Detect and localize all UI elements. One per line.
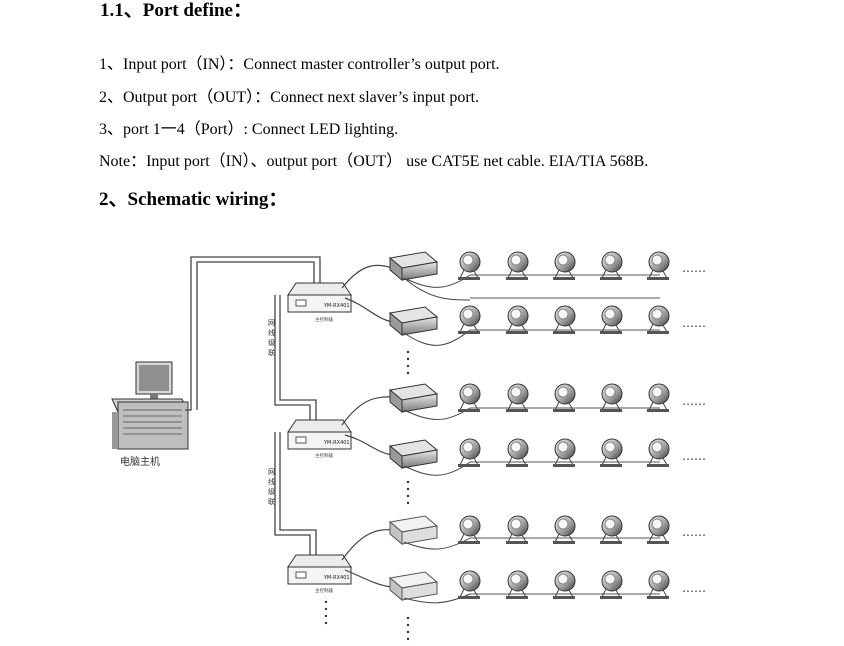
- continuation-dots: ……: [682, 525, 706, 539]
- led-lamp: [506, 438, 529, 467]
- svg-text:级: 级: [268, 487, 275, 496]
- led-lamp: [647, 305, 670, 334]
- led-lamp: [647, 570, 670, 599]
- led-lamp: [553, 383, 576, 412]
- controller-2: YM-RX401 主控制器: [287, 419, 352, 459]
- led-lamp: [458, 570, 481, 599]
- svg-text:级: 级: [268, 338, 275, 347]
- section-heading-schematic-wiring: 2、Schematic wiring：: [99, 189, 288, 210]
- led-lamp: [458, 438, 481, 467]
- port-line-input: 1、Input port（IN）：Connect master controll…: [99, 56, 500, 73]
- led-lamp-array: [458, 251, 670, 599]
- cable-label-1: 网 线 级 联: [268, 319, 275, 357]
- svg-text:主控制器: 主控制器: [315, 587, 333, 594]
- continuation-dots: ……: [682, 449, 706, 463]
- continuation-dots: ……: [682, 581, 706, 595]
- led-lamp: [600, 305, 623, 334]
- svg-text:YM-RX401: YM-RX401: [323, 440, 350, 446]
- led-lamp: [553, 305, 576, 334]
- continuation-dots: ……: [682, 394, 706, 408]
- led-lamp: [458, 383, 481, 412]
- svg-text:联: 联: [268, 348, 275, 357]
- svg-text:网: 网: [268, 468, 275, 476]
- led-lamp: [553, 515, 576, 544]
- controller-3: YM-RX401 主控制器: [287, 554, 352, 594]
- svg-text:网: 网: [268, 319, 275, 327]
- led-lamp: [553, 438, 576, 467]
- svg-text:线: 线: [268, 328, 275, 337]
- decoder-row-4: [388, 439, 660, 476]
- continuation-dots: ……: [682, 316, 706, 330]
- decoder-row-5: [388, 515, 660, 550]
- led-lamp: [600, 251, 623, 280]
- horizontal-continuation: …… …… …… …… …… ……: [682, 261, 706, 595]
- controller-decoder-wires: [341, 264, 393, 588]
- led-lamp: [506, 515, 529, 544]
- port-line-led: 3、port 1一4（Port）: Connect LED lighting.: [99, 121, 399, 138]
- led-lamp: [647, 515, 670, 544]
- led-lamp: [506, 305, 529, 334]
- led-lamp: [647, 383, 670, 412]
- led-lamp: [506, 383, 529, 412]
- led-lamp: [458, 251, 481, 280]
- svg-text:YM-RX401: YM-RX401: [323, 303, 350, 309]
- svg-text:主控制器: 主控制器: [315, 452, 333, 459]
- decoder-row-6: [388, 571, 660, 604]
- led-lamp: [458, 305, 481, 334]
- decoder-row-1: [388, 251, 660, 301]
- continuation-dots: ……: [682, 261, 706, 275]
- cable-label-2: 网 线 级 联: [268, 468, 275, 506]
- svg-text:线: 线: [268, 477, 275, 486]
- led-lamp: [600, 570, 623, 599]
- main-bus-wire: [185, 256, 321, 555]
- led-lamp: [458, 515, 481, 544]
- svg-text:联: 联: [268, 497, 275, 506]
- vertical-continuation-dots: [324, 350, 410, 641]
- led-lamp: [647, 251, 670, 280]
- led-lamp: [600, 383, 623, 412]
- led-lamp: [600, 515, 623, 544]
- svg-text:主控制器: 主控制器: [315, 316, 333, 323]
- led-lamp: [553, 251, 576, 280]
- decoder-row-2: [388, 306, 660, 346]
- led-lamp: [553, 570, 576, 599]
- port-line-output: 2、Output port（OUT）：Connect next slaver’s…: [99, 89, 480, 106]
- led-lamp: [506, 251, 529, 280]
- port-line-note: Note：Input port（IN）、output port（OUT） use…: [99, 153, 649, 170]
- led-lamp: [647, 438, 670, 467]
- led-lamp: [600, 438, 623, 467]
- computer-host: [111, 361, 189, 450]
- decoder-row-3: [388, 383, 660, 420]
- computer-label: 电脑主机: [120, 455, 160, 468]
- controller-1: YM-RX401 主控制器: [287, 282, 352, 323]
- section-heading-port-define: 1.1、Port define：: [100, 0, 252, 21]
- svg-text:YM-RX401: YM-RX401: [323, 575, 350, 581]
- led-lamp: [506, 570, 529, 599]
